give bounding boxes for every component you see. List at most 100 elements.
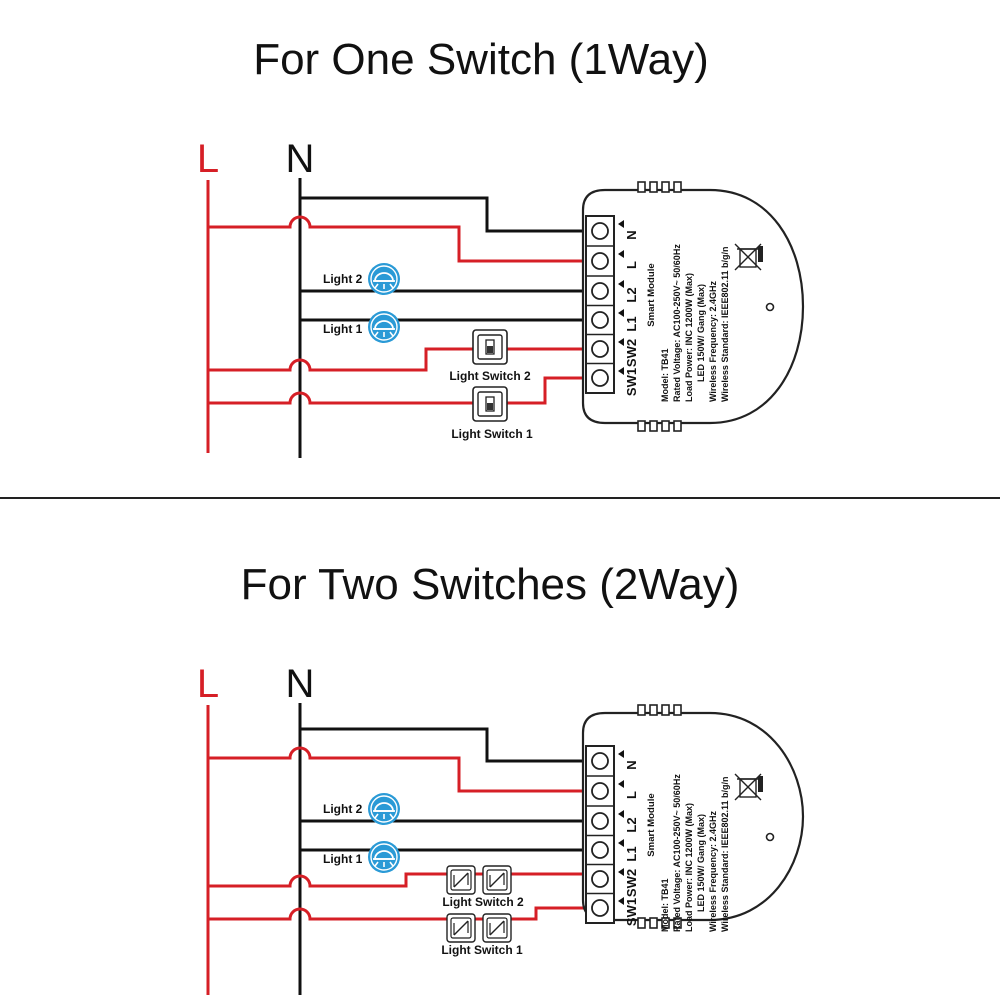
module-standard: Wireless Standard: IEEE802.11 b/g/n	[720, 777, 730, 932]
module-tab-bottom	[649, 420, 658, 432]
module-tab-top	[649, 704, 658, 716]
module-frequency: Wireless Frequency: 2.4GHz	[708, 811, 718, 932]
light2-icon	[367, 792, 401, 826]
terminal-label-sw1: SW1	[624, 368, 639, 396]
terminal-screw	[591, 870, 609, 888]
terminal-screw	[591, 782, 609, 800]
module-name: Smart Module	[646, 793, 657, 856]
terminal-arrow	[618, 220, 624, 228]
module-voltage: Rated Voltage: AC100-250V~ 50/60Hz	[672, 244, 682, 402]
one-switch-section: For One Switch (1Way) L N Light 2 Light 1 Lig…	[197, 35, 805, 458]
terminal-label-sw2: SW2	[624, 339, 639, 367]
module-tab-top	[661, 181, 670, 193]
terminal-screw	[591, 252, 609, 270]
module-led-dot	[765, 302, 775, 312]
bus-label-l: L	[197, 662, 219, 706]
live-feed-wire	[208, 746, 586, 793]
terminal-arrow	[618, 897, 624, 905]
terminal-label-l1: L1	[624, 316, 639, 331]
terminal-screw	[591, 369, 609, 387]
terminal-screw	[591, 841, 609, 859]
terminal-screw	[591, 311, 609, 329]
terminal-label-l: L	[624, 261, 639, 269]
switch2-wire	[208, 872, 586, 888]
module-load: Load Power: INC 1200W (Max)	[684, 803, 694, 932]
terminal-screw	[591, 222, 609, 240]
module-voltage: Rated Voltage: AC100-250V~ 50/60Hz	[672, 774, 682, 932]
light-switch1-icon	[472, 386, 508, 422]
module-standard: Wireless Standard: IEEE802.11 b/g/n	[720, 247, 730, 402]
light2-label: Light 2	[323, 272, 363, 286]
bus-label-n: N	[286, 662, 315, 706]
module-tab-bottom	[661, 420, 670, 432]
terminal-arrow	[618, 750, 624, 758]
terminal-arrow	[618, 810, 624, 818]
module-tab-top	[637, 704, 646, 716]
terminal-block	[585, 215, 615, 394]
terminal-arrow	[618, 280, 624, 288]
bus-label-l: L	[197, 137, 219, 181]
module-model: Model: TB41	[660, 348, 670, 402]
terminal-arrow	[618, 367, 624, 375]
module-tab-top	[637, 181, 646, 193]
light-switch2-left-icon	[446, 865, 476, 895]
module-model: Model: TB41	[660, 878, 670, 932]
module-tab-bottom	[637, 420, 646, 432]
light-switch2-label: Light Switch 2	[449, 369, 531, 383]
module-tab-top	[661, 704, 670, 716]
module-name: Smart Module	[646, 263, 657, 326]
terminal-arrow	[618, 780, 624, 788]
light-switch1-label: Light Switch 1	[451, 427, 533, 441]
terminal-screw	[591, 340, 609, 358]
module-tab-bottom	[661, 917, 670, 929]
terminal-screw	[591, 752, 609, 770]
terminal-arrow	[618, 839, 624, 847]
two-switch-section: For Two Switches (2Way) L N Light 2 Light 1 L…	[197, 560, 805, 995]
module-frequency: Wireless Frequency: 2.4GHz	[708, 281, 718, 402]
light-switch2-icon	[472, 329, 508, 365]
terminal-label-n: N	[624, 230, 639, 239]
terminal-screw	[591, 899, 609, 917]
smart-module-body	[581, 711, 805, 922]
module-tab-top	[673, 181, 682, 193]
module-led: LED 150W/ Gang (Max)	[696, 814, 706, 912]
module-load: Load Power: INC 1200W (Max)	[684, 273, 694, 402]
terminal-arrow	[618, 338, 624, 346]
terminal-label-n: N	[624, 760, 639, 769]
light-switch1-left-icon	[446, 913, 476, 943]
live-feed-wire	[208, 215, 586, 263]
light-switch2-right-icon	[482, 865, 512, 895]
terminal-label-sw1: SW1	[624, 898, 639, 926]
terminal-label-l1: L1	[624, 846, 639, 861]
light2-label: Light 2	[323, 802, 363, 816]
light1-label: Light 1	[323, 852, 363, 866]
terminal-arrow	[618, 309, 624, 317]
neutral-feed-wire	[300, 727, 586, 763]
terminal-label-l2: L2	[624, 287, 639, 302]
terminal-label-sw2: SW2	[624, 869, 639, 897]
light-switch1-label: Light Switch 1	[441, 943, 523, 957]
terminal-arrow	[618, 868, 624, 876]
switch2-wire	[208, 347, 586, 372]
bus-label-n: N	[286, 137, 315, 181]
terminal-label-l2: L2	[624, 817, 639, 832]
neutral-feed-wire	[300, 196, 586, 233]
smart-module-body	[581, 188, 805, 425]
light1-label: Light 1	[323, 322, 363, 336]
switch1-wire	[208, 906, 586, 921]
module-tab-top	[649, 181, 658, 193]
light-switch2-label: Light Switch 2	[442, 895, 524, 909]
terminal-screw	[591, 812, 609, 830]
terminal-block	[585, 745, 615, 924]
module-led: LED 150W/ Gang (Max)	[696, 284, 706, 382]
module-tab-bottom	[673, 420, 682, 432]
light1-icon	[367, 840, 401, 874]
terminal-label-l: L	[624, 791, 639, 799]
light-switch1-right-icon	[482, 913, 512, 943]
light2-icon	[367, 262, 401, 296]
section-title: For One Switch (1Way)	[253, 35, 709, 84]
section-title: For Two Switches (2Way)	[241, 560, 740, 609]
switch1-wire	[208, 376, 586, 405]
module-tab-bottom	[649, 917, 658, 929]
